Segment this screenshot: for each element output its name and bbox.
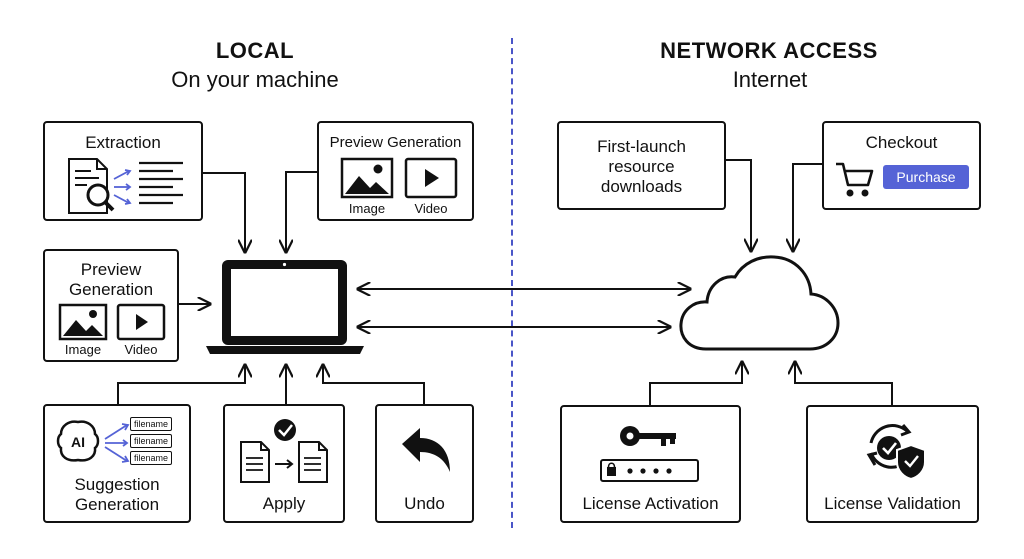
shield-check-icon: [866, 424, 926, 481]
key-icon: [620, 426, 676, 446]
network-subtitle: Internet: [732, 67, 808, 92]
undo-card: Undo: [375, 404, 474, 523]
resource-downloads-card: First-launch resource downloads: [557, 121, 726, 210]
filename-tag: filename: [130, 434, 173, 448]
preview-left-label-2: Generation: [68, 280, 154, 299]
checkout-label: Checkout: [865, 133, 938, 152]
suggestion-label-2: Generation: [74, 495, 160, 514]
preview-top-video-label: Video: [414, 201, 448, 216]
video-icon: [404, 157, 458, 199]
downloads-label-2: resource: [608, 157, 675, 176]
preview-left-video-label: Video: [124, 342, 158, 357]
video-icon: [116, 303, 166, 341]
ai-brain-icon: AI: [56, 420, 100, 462]
purchase-button[interactable]: Purchase: [883, 165, 969, 189]
preview-left-image-label: Image: [64, 342, 102, 357]
undo-label: Undo: [404, 494, 445, 513]
apply-card: Apply: [223, 404, 345, 523]
extraction-card: Extraction: [43, 121, 203, 221]
license-validation-card: License Validation: [806, 405, 979, 523]
password-field-icon: [600, 459, 699, 482]
ai-badge-text: AI: [71, 434, 85, 450]
local-title: LOCAL: [215, 38, 295, 63]
suggestion-label-1: Suggestion: [74, 475, 160, 494]
preview-top-label: Preview Generation: [329, 134, 462, 151]
apply-files-icon: [240, 419, 328, 483]
filename-tag: filename: [130, 451, 173, 465]
suggestion-generation-card: AI filename filename filename Suggestion…: [43, 404, 191, 523]
preview-top-image-label: Image: [348, 201, 386, 216]
cloud-icon: [679, 255, 840, 351]
image-icon: [58, 303, 108, 341]
downloads-label-1: First-launch: [597, 137, 686, 156]
extraction-label: Extraction: [85, 133, 161, 152]
license-activation-card: License Activation: [560, 405, 741, 523]
preview-generation-card-top: Preview Generation Image Video: [317, 121, 474, 221]
suggestion-arrows-icon: [104, 423, 130, 463]
laptop-icon: [206, 260, 364, 354]
cart-icon: [836, 162, 874, 197]
checkout-card: Checkout Purchase: [822, 121, 981, 210]
preview-left-label-1: Preview: [80, 260, 142, 279]
local-subtitle: On your machine: [171, 67, 339, 92]
apply-label: Apply: [262, 494, 306, 513]
filename-tag: filename: [130, 417, 173, 431]
image-icon: [340, 157, 394, 199]
license-activation-label: License Activation: [582, 494, 719, 513]
undo-icon: [402, 428, 450, 472]
downloads-label-3: downloads: [600, 177, 683, 196]
preview-generation-card-left: Preview Generation Image Video: [43, 249, 179, 362]
network-title: NETWORK ACCESS: [660, 38, 878, 63]
license-validation-label: License Validation: [824, 494, 961, 513]
document-search-icon: [68, 158, 183, 214]
